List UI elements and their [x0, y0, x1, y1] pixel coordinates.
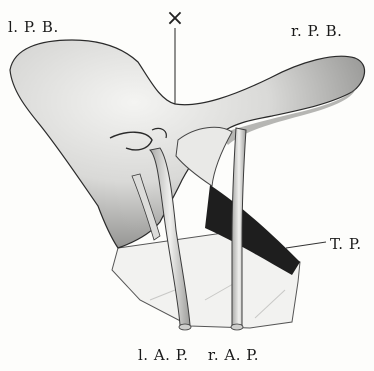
label-left-pb: l. P. B. — [8, 20, 59, 35]
label-left-ap: l. A. P. — [138, 346, 189, 364]
tp-leader-line — [286, 242, 326, 248]
label-right-ap: r. A. P. — [208, 346, 259, 364]
marker-x: × — [166, 6, 184, 31]
label-tp: T. P. — [330, 237, 362, 252]
bottom-labels: l. A. P. r. A. P. — [138, 348, 259, 363]
inner-loop — [176, 127, 232, 186]
label-right-pb: r. P. B. — [291, 24, 342, 39]
